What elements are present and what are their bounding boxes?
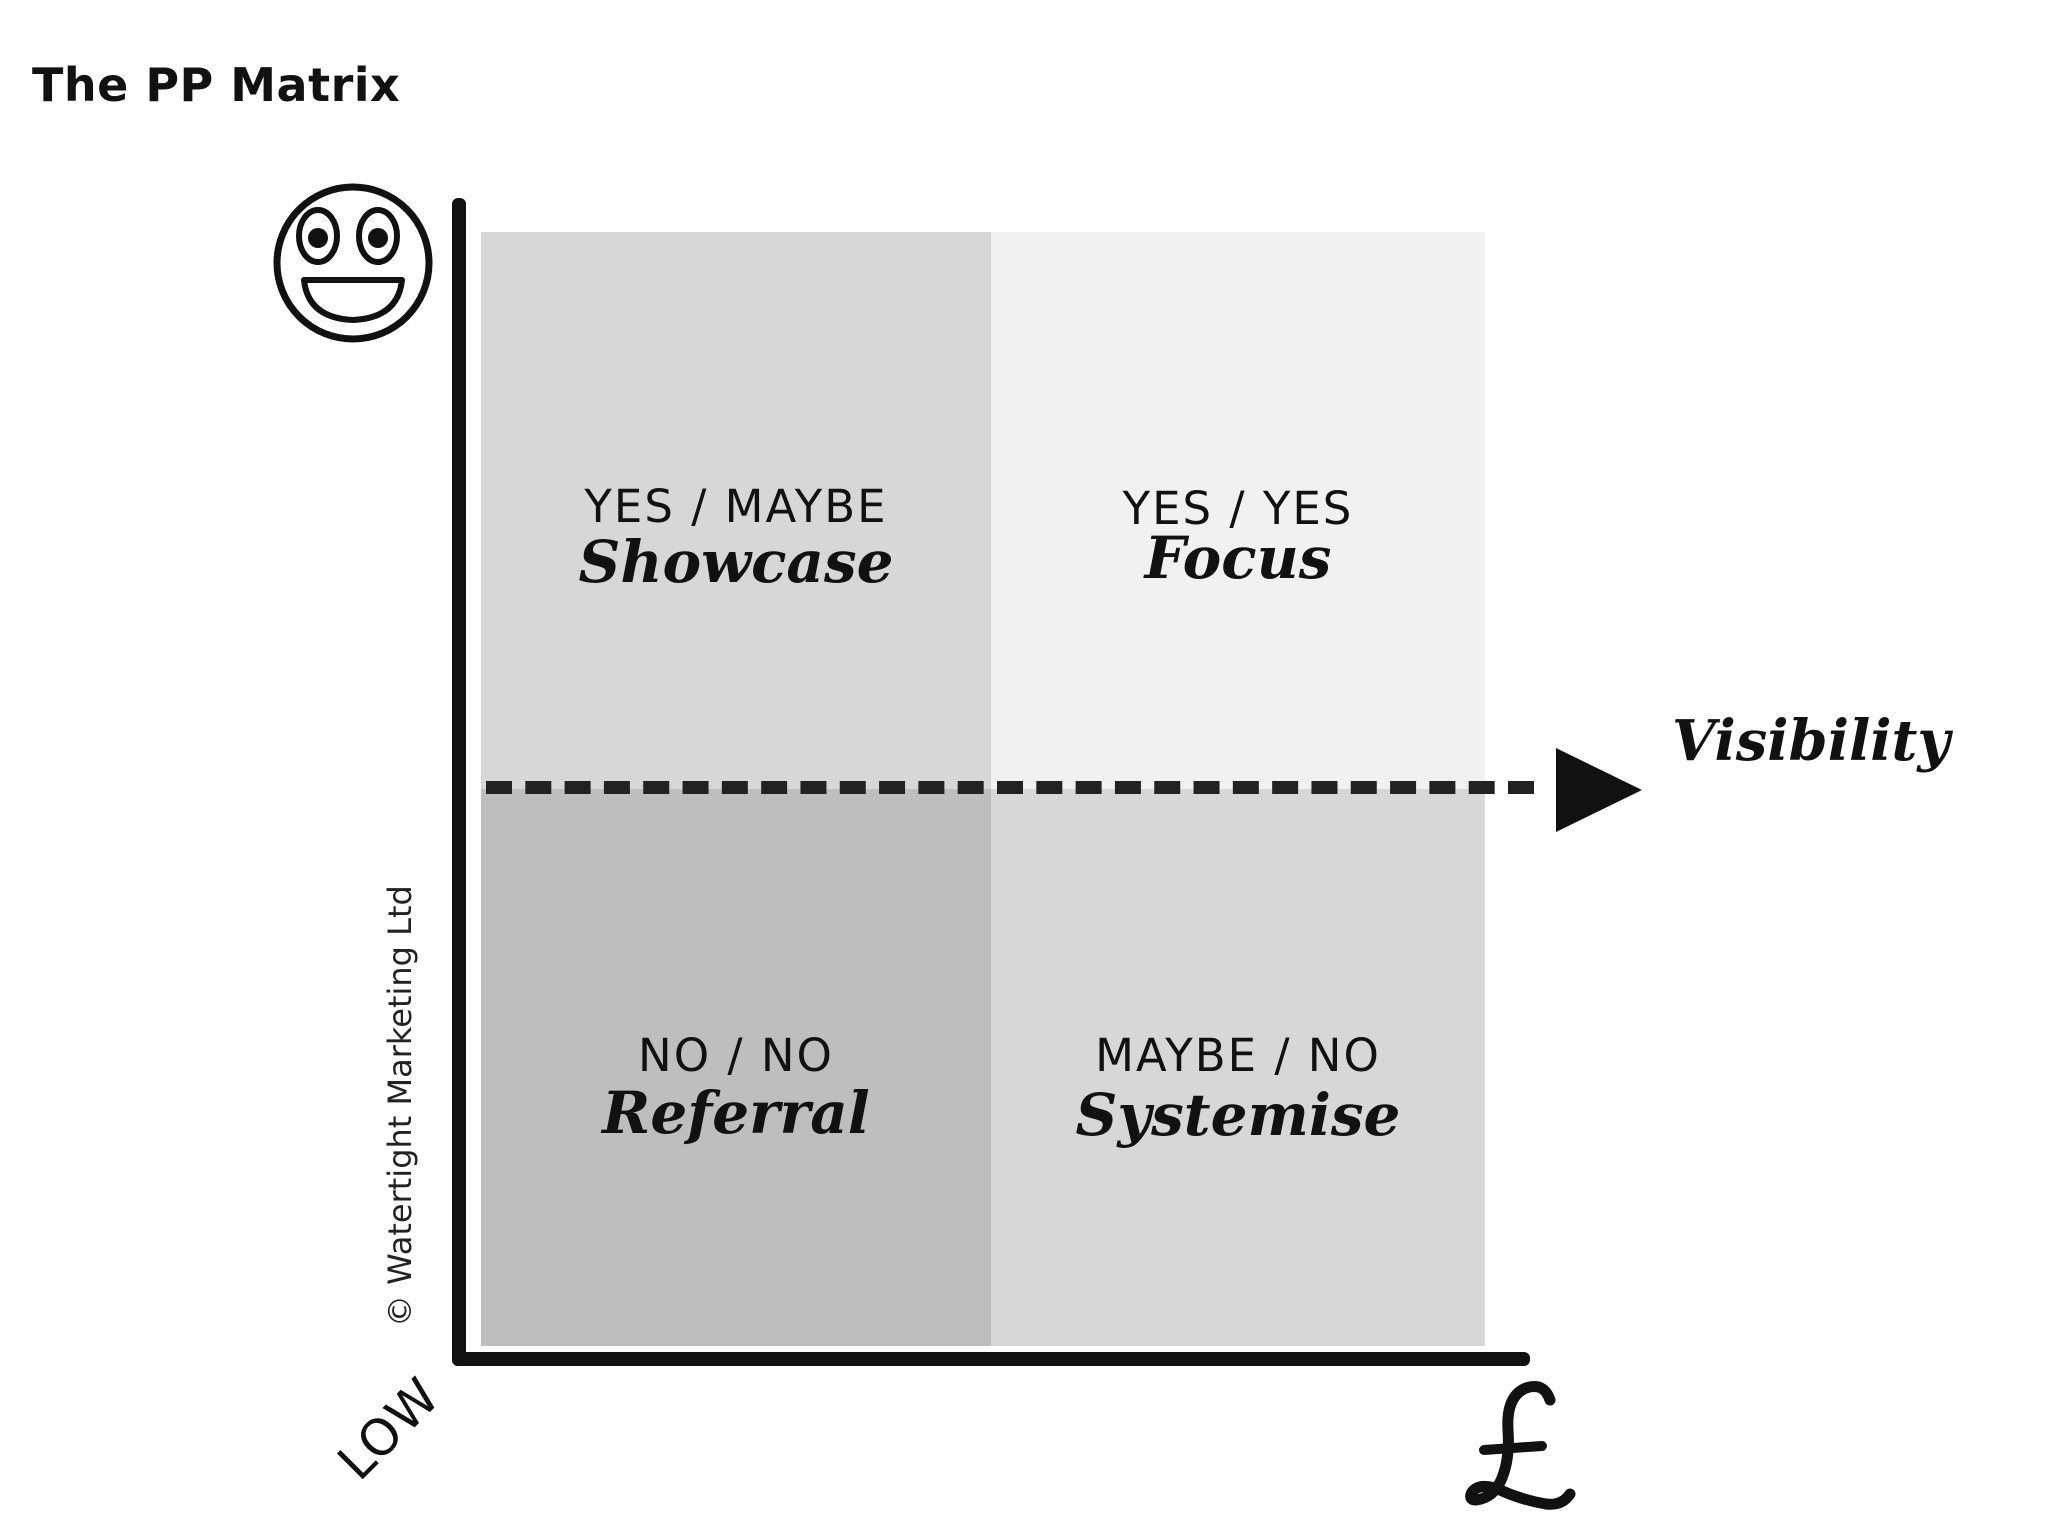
quadrant-strategy: Referral	[602, 1079, 870, 1147]
quadrant-showcase: YES / MAYBE Showcase	[481, 232, 991, 789]
quadrant-strategy: Focus	[1144, 524, 1332, 592]
y-axis-line	[452, 198, 466, 1366]
quadrant-focus: YES / YES Focus	[991, 232, 1485, 789]
visibility-dashed-line	[486, 781, 1534, 794]
x-axis-line	[452, 1352, 1530, 1366]
quadrant-strategy: Showcase	[578, 528, 894, 596]
copyright-notice: © Watertight Marketing Ltd	[381, 885, 419, 1327]
pound-sign-icon	[1465, 1381, 1576, 1510]
quadrant-answer: YES / YES	[1122, 482, 1354, 535]
quadrant-referral: NO / NO Referral	[481, 789, 991, 1346]
quadrant-strategy: Systemise	[1075, 1081, 1401, 1149]
quadrant-systemise: MAYBE / NO Systemise	[991, 789, 1485, 1346]
origin-low-label: LOW	[326, 1366, 452, 1492]
quadrant-answer: NO / NO	[638, 1029, 834, 1082]
quadrant-answer: MAYBE / NO	[1095, 1029, 1381, 1082]
visibility-label: Visibility	[1672, 708, 1950, 774]
quadrant-answer: YES / MAYBE	[584, 480, 888, 533]
smiley-face-icon	[273, 183, 433, 343]
page-title: The PP Matrix	[32, 58, 401, 112]
arrow-right-icon	[1556, 748, 1642, 832]
